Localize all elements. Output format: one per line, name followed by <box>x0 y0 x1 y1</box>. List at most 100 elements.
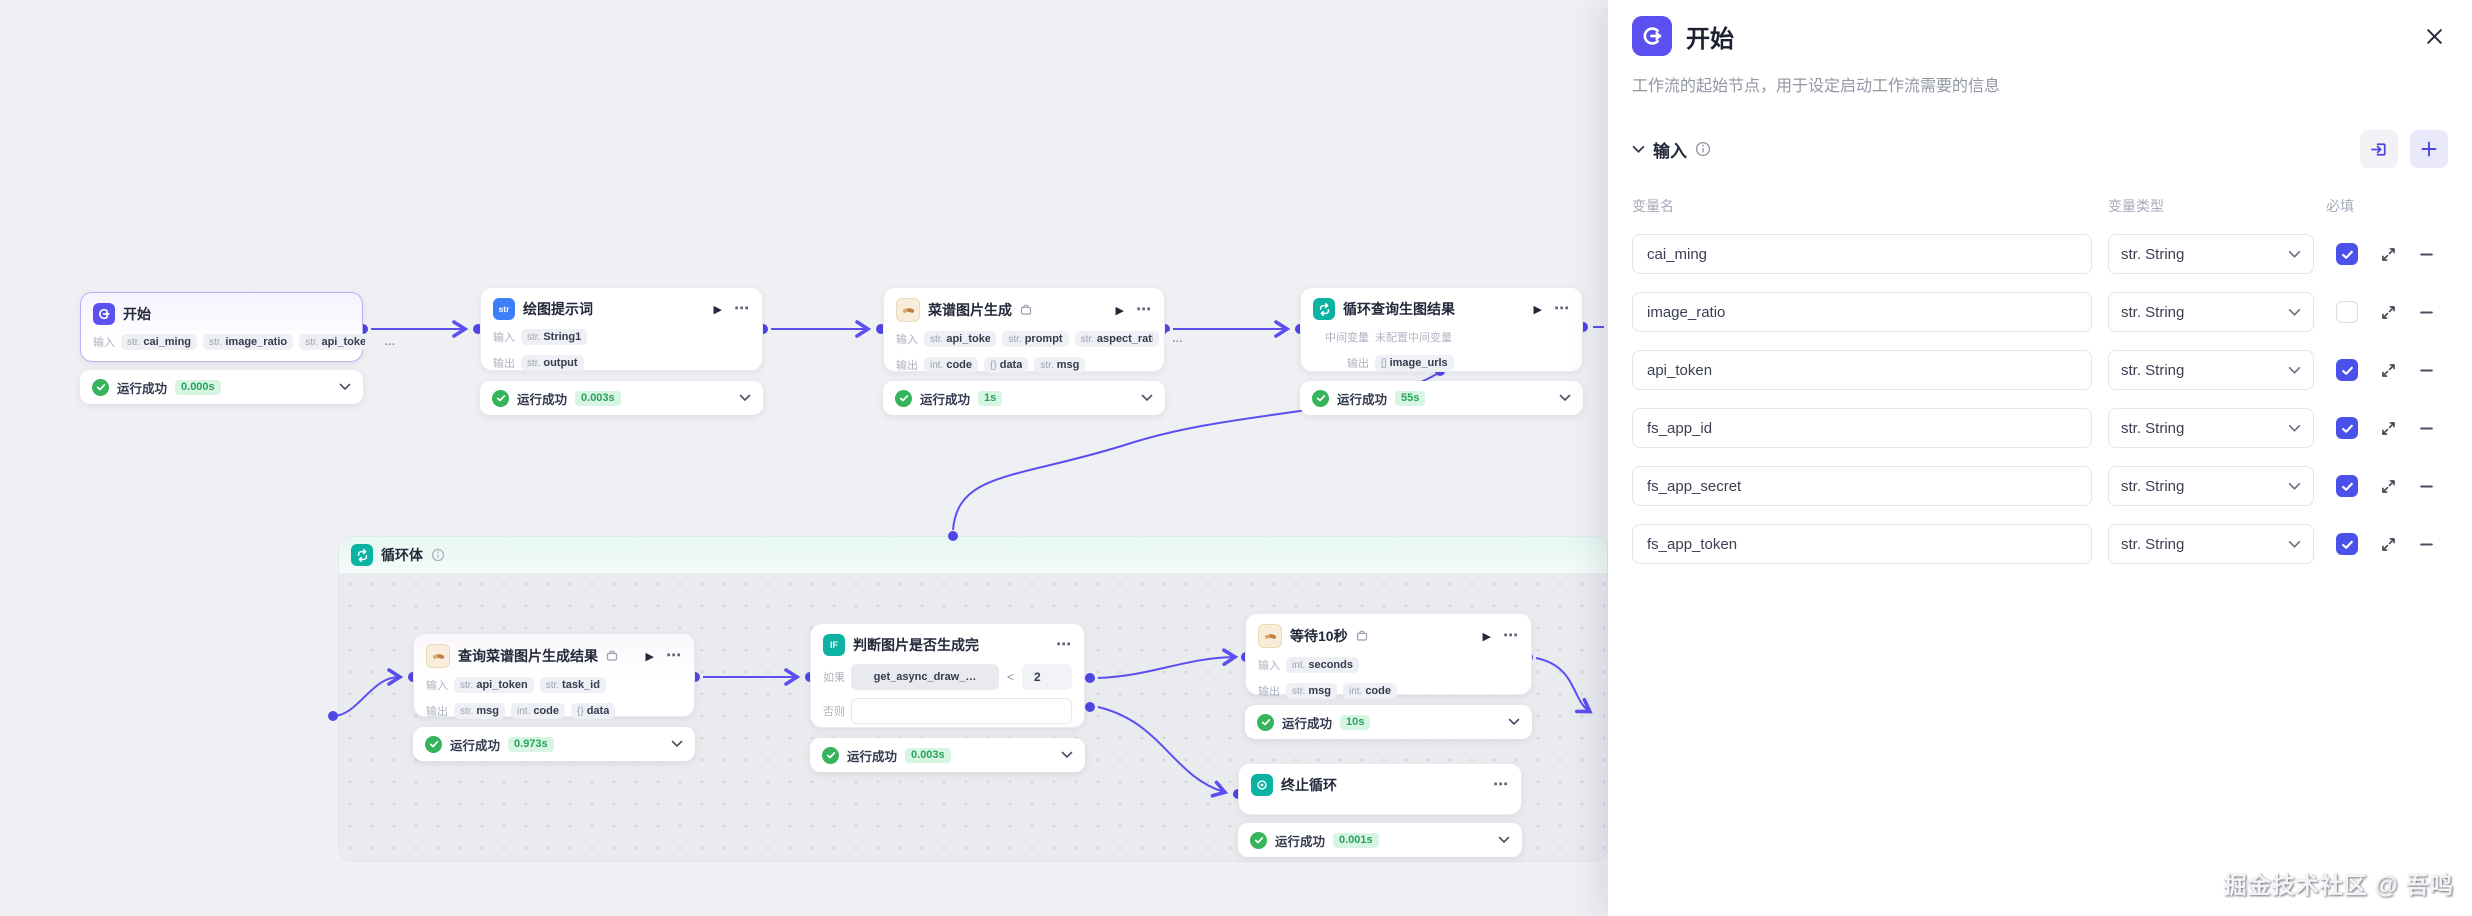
run-status-gen[interactable]: 运行成功 1s <box>883 381 1165 415</box>
node-title: 绘图提示词 <box>523 301 593 317</box>
node-title: 菜谱图片生成 <box>928 302 1012 318</box>
required-checkbox[interactable] <box>2336 475 2358 497</box>
condition-right-value[interactable]: 2 <box>1022 664 1072 690</box>
play-icon[interactable]: ▶ <box>1115 304 1124 317</box>
node-wait[interactable]: 等待10秒 ▶ ⋯ 输入 int.seconds 输出 str.msg int.… <box>1245 613 1532 699</box>
add-variable-button[interactable] <box>2410 130 2448 168</box>
more-icon[interactable]: ⋯ <box>734 300 750 317</box>
variable-type-select[interactable]: str. String <box>2108 292 2314 332</box>
remove-variable-icon[interactable] <box>2419 537 2434 552</box>
variable-name-input[interactable] <box>1632 408 2092 448</box>
status-time: 0.003s <box>575 390 621 406</box>
variable-type-select[interactable]: str. String <box>2108 466 2314 506</box>
status-time: 0.000s <box>175 379 221 395</box>
success-icon <box>492 389 509 407</box>
pill-overflow[interactable]: … <box>377 334 403 350</box>
variable-name-input[interactable] <box>1632 292 2092 332</box>
run-status-prompt[interactable]: 运行成功 0.003s <box>480 381 763 415</box>
node-condition[interactable]: IF 判断图片是否生成完 ⋯ 如果 get_async_draw_… < 2 否… <box>810 623 1085 728</box>
column-header-type: 变量类型 <box>2108 198 2164 214</box>
plugin-badge-icon <box>1020 304 1032 315</box>
success-icon <box>1250 831 1267 849</box>
chevron-down-icon[interactable] <box>739 394 751 402</box>
remove-variable-icon[interactable] <box>2419 247 2434 262</box>
node-title: 查询菜谱图片生成结果 <box>458 648 598 664</box>
expand-icon[interactable] <box>2380 420 2397 437</box>
pill-overflow[interactable]: … <box>1164 331 1190 347</box>
more-icon[interactable]: ⋯ <box>666 647 682 664</box>
status-text: 运行成功 <box>517 392 568 407</box>
plugin-node-icon <box>1258 624 1282 648</box>
chevron-down-icon[interactable] <box>1141 394 1153 402</box>
plugin-badge-icon <box>606 650 618 661</box>
node-query-result[interactable]: 查询菜谱图片生成结果 ▶ ⋯ 输入 str.api_token str.task… <box>413 633 695 719</box>
run-status-start[interactable]: 运行成功 0.000s <box>80 370 363 404</box>
chevron-down-icon[interactable] <box>671 740 683 748</box>
status-time: 0.973s <box>508 736 554 752</box>
variable-name-input[interactable] <box>1632 524 2092 564</box>
panel-title: 开始 <box>1686 25 1734 53</box>
variable-type-select[interactable]: str. String <box>2108 234 2314 274</box>
chevron-down-icon[interactable] <box>339 383 351 391</box>
variable-name-input[interactable] <box>1632 350 2092 390</box>
var-pill: str.api_token <box>299 334 372 350</box>
section-collapse-icon[interactable] <box>1632 145 1645 154</box>
condition-left-pill[interactable]: get_async_draw_… <box>851 664 999 690</box>
variable-type-select[interactable]: str. String <box>2108 350 2314 390</box>
variable-type-select[interactable]: str. String <box>2108 524 2314 564</box>
node-start[interactable]: 开始 输入 str.cai_ming str.image_ratio str.a… <box>80 292 403 362</box>
remove-variable-icon[interactable] <box>2419 421 2434 436</box>
run-status-condition[interactable]: 运行成功 0.003s <box>810 738 1085 772</box>
required-checkbox[interactable] <box>2336 243 2358 265</box>
expand-icon[interactable] <box>2380 362 2397 379</box>
close-icon[interactable] <box>2421 23 2448 50</box>
play-icon[interactable]: ▶ <box>713 303 722 316</box>
more-icon[interactable]: ⋯ <box>1136 301 1152 318</box>
run-status-query[interactable]: 运行成功 0.973s <box>413 727 695 761</box>
more-icon[interactable]: ⋯ <box>1493 776 1509 793</box>
required-checkbox[interactable] <box>2336 417 2358 439</box>
run-status-loop-query[interactable]: 运行成功 55s <box>1300 381 1583 415</box>
chevron-down-icon[interactable] <box>1559 394 1571 402</box>
run-status-break[interactable]: 运行成功 0.001s <box>1238 823 1522 857</box>
import-variables-button[interactable] <box>2360 130 2398 168</box>
remove-variable-icon[interactable] <box>2419 479 2434 494</box>
chevron-down-icon[interactable] <box>1508 718 1520 726</box>
chevron-down-icon[interactable] <box>1061 751 1073 759</box>
play-icon[interactable]: ▶ <box>645 650 654 663</box>
more-icon[interactable]: ⋯ <box>1554 300 1570 317</box>
remove-variable-icon[interactable] <box>2419 305 2434 320</box>
required-checkbox[interactable] <box>2336 301 2358 323</box>
status-text: 运行成功 <box>1337 392 1388 407</box>
node-loop-query[interactable]: 循环查询生图结果 ▶ ⋯ 中间变量 未配置中间变量 输出 []image_url… <box>1300 287 1583 372</box>
node-break-loop[interactable]: 终止循环 ⋯ <box>1238 763 1522 815</box>
column-header-name: 变量名 <box>1632 198 1674 214</box>
expand-icon[interactable] <box>2380 478 2397 495</box>
row-label: 输出 <box>1258 686 1280 698</box>
variable-name-input[interactable] <box>1632 234 2092 274</box>
success-icon <box>895 389 912 407</box>
variable-name-input[interactable] <box>1632 466 2092 506</box>
expand-icon[interactable] <box>2380 246 2397 263</box>
more-icon[interactable]: ⋯ <box>1056 636 1072 653</box>
expand-icon[interactable] <box>2380 536 2397 553</box>
more-icon[interactable]: ⋯ <box>1503 627 1519 644</box>
else-branch-box[interactable] <box>851 698 1072 724</box>
variable-type-select[interactable]: str. String <box>2108 408 2314 448</box>
remove-variable-icon[interactable] <box>2419 363 2434 378</box>
node-gen[interactable]: 菜谱图片生成 ▶ ⋯ 输入 str.api_token str.prompt s… <box>883 287 1190 373</box>
chevron-down-icon[interactable] <box>1498 836 1510 844</box>
play-icon[interactable]: ▶ <box>1533 303 1542 316</box>
required-checkbox[interactable] <box>2336 533 2358 555</box>
play-icon[interactable]: ▶ <box>1482 630 1491 643</box>
expand-icon[interactable] <box>2380 304 2397 321</box>
info-icon <box>1695 141 1711 157</box>
node-title: 等待10秒 <box>1290 628 1348 644</box>
chevron-down-icon <box>2288 250 2301 259</box>
var-pill: []image_urls <box>1375 355 1454 371</box>
node-prompt[interactable]: str 绘图提示词 ▶ ⋯ 输入 str.String1 输出 str.outp… <box>480 287 763 371</box>
required-checkbox[interactable] <box>2336 359 2358 381</box>
run-status-wait[interactable]: 运行成功 10s <box>1245 705 1532 739</box>
plugin-node-icon <box>896 298 920 322</box>
